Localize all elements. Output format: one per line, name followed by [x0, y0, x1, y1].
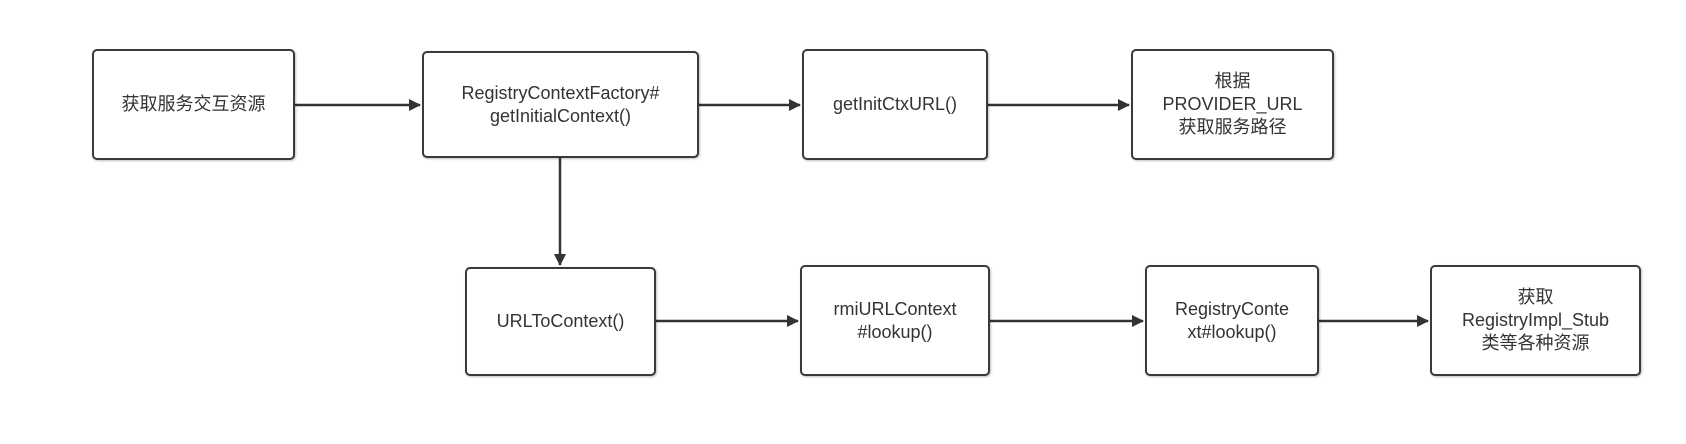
node-label-line: PROVIDER_URL — [1162, 94, 1303, 114]
node-label-line: xt#lookup() — [1187, 321, 1277, 342]
node-rmi-url-context-lookup[interactable]: rmiURLContext #lookup() — [800, 265, 990, 376]
node-registry-context-factory[interactable]: RegistryContextFactory# getInitialContex… — [422, 51, 699, 158]
node-label-line: RegistryContextFactory# — [461, 82, 660, 103]
node-label-line: URLToContext() — [496, 311, 625, 331]
node-label-line: RegistryImpl_Stub — [1461, 310, 1610, 330]
node-provider-url-path[interactable]: 根据 PROVIDER_URL 获取服务路径 — [1131, 49, 1334, 160]
node-label-line: 获取服务路径 — [1178, 117, 1287, 137]
node-url-to-context[interactable]: URLToContext() — [465, 267, 656, 376]
node-get-service-resources[interactable]: 获取服务交互资源 — [92, 49, 295, 160]
node-label-line: rmiURLContext — [833, 298, 957, 319]
node-label-line: RegistryConte — [1174, 298, 1290, 319]
node-label-line: getInitialContext() — [489, 105, 632, 126]
node-registry-context-lookup[interactable]: RegistryConte xt#lookup() — [1145, 265, 1319, 376]
node-label-line: 获取服务交互资源 — [121, 94, 266, 114]
node-label-line: 类等各种资源 — [1481, 333, 1590, 353]
node-label-line: #lookup() — [857, 321, 933, 342]
node-label-line: 获取 — [1517, 287, 1554, 307]
node-get-init-ctx-url[interactable]: getInitCtxURL() — [802, 49, 988, 160]
node-label-line: 根据 — [1214, 71, 1251, 91]
node-label-line: getInitCtxURL() — [832, 94, 958, 114]
node-registry-impl-stub[interactable]: 获取 RegistryImpl_Stub 类等各种资源 — [1430, 265, 1641, 376]
